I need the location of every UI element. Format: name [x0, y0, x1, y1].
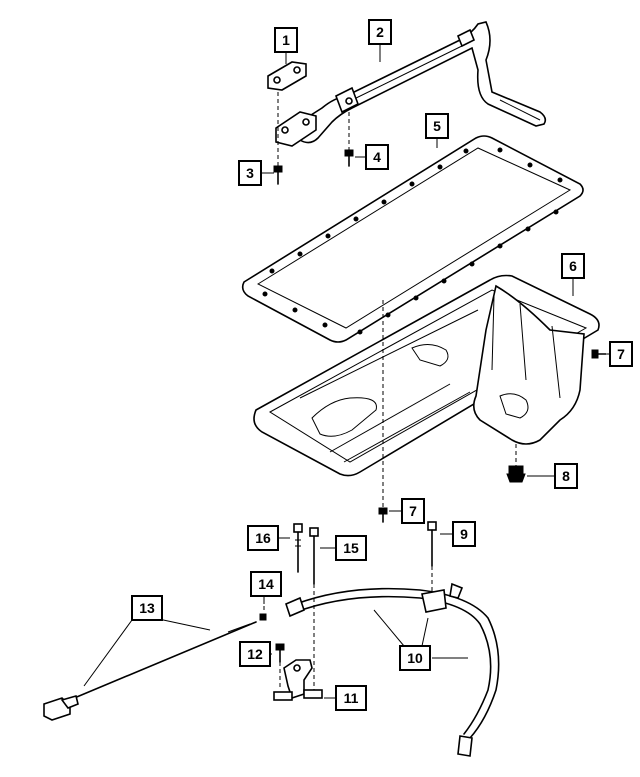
pan-bolt-7-bottom [378, 507, 388, 523]
stud-15 [309, 527, 319, 585]
svg-text:7: 7 [617, 346, 625, 362]
callout-8: 8 [554, 463, 578, 489]
oil-pan-gasket [241, 135, 584, 343]
drain-plug [506, 465, 526, 483]
callout-7-bottom: 7 [401, 498, 425, 524]
stud-9 [427, 521, 437, 567]
svg-text:13: 13 [139, 600, 155, 616]
svg-text:12: 12 [247, 646, 263, 662]
callout-13: 13 [131, 595, 163, 621]
svg-text:14: 14 [258, 576, 274, 592]
svg-text:10: 10 [407, 650, 423, 666]
callout-11: 11 [335, 685, 367, 711]
callout-10: 10 [399, 645, 431, 671]
oil-pickup-tube [275, 21, 547, 147]
svg-text:15: 15 [343, 540, 359, 556]
callout-2: 2 [368, 19, 392, 45]
svg-text:16: 16 [255, 530, 271, 546]
svg-text:9: 9 [460, 526, 468, 542]
seal-14 [259, 613, 267, 621]
gasket-bolt-holes [262, 147, 563, 335]
svg-text:1: 1 [282, 32, 290, 48]
callout-5: 5 [425, 113, 449, 139]
svg-text:11: 11 [344, 690, 359, 706]
dipstick [43, 621, 257, 721]
callout-12: 12 [239, 641, 271, 667]
callout-4: 4 [365, 144, 389, 170]
callout-14: 14 [250, 571, 282, 597]
svg-text:3: 3 [246, 165, 254, 181]
stud-16 [293, 523, 303, 573]
bolt-12 [275, 643, 285, 663]
callout-1: 1 [274, 27, 298, 53]
pan-bolt-7-right [591, 349, 607, 359]
callout-3: 3 [238, 160, 262, 186]
oil-pan [253, 274, 600, 477]
leader-lines [83, 44, 614, 699]
callout-9: 9 [452, 521, 476, 547]
svg-text:8: 8 [562, 468, 570, 484]
svg-text:5: 5 [433, 118, 441, 134]
callout-15: 15 [335, 535, 367, 561]
svg-text:6: 6 [569, 258, 577, 274]
svg-text:4: 4 [373, 149, 381, 165]
tube-bracket [273, 659, 323, 701]
pickup-bolt-4 [344, 149, 354, 167]
pickup-bolt-3 [273, 165, 283, 185]
pickup-tube-gasket [267, 61, 307, 91]
callout-7-right: 7 [609, 341, 633, 367]
callout-16: 16 [247, 525, 279, 551]
svg-text:7: 7 [409, 503, 417, 519]
callout-6: 6 [561, 253, 585, 279]
svg-text:2: 2 [376, 24, 384, 40]
dipstick-tube [285, 582, 500, 757]
